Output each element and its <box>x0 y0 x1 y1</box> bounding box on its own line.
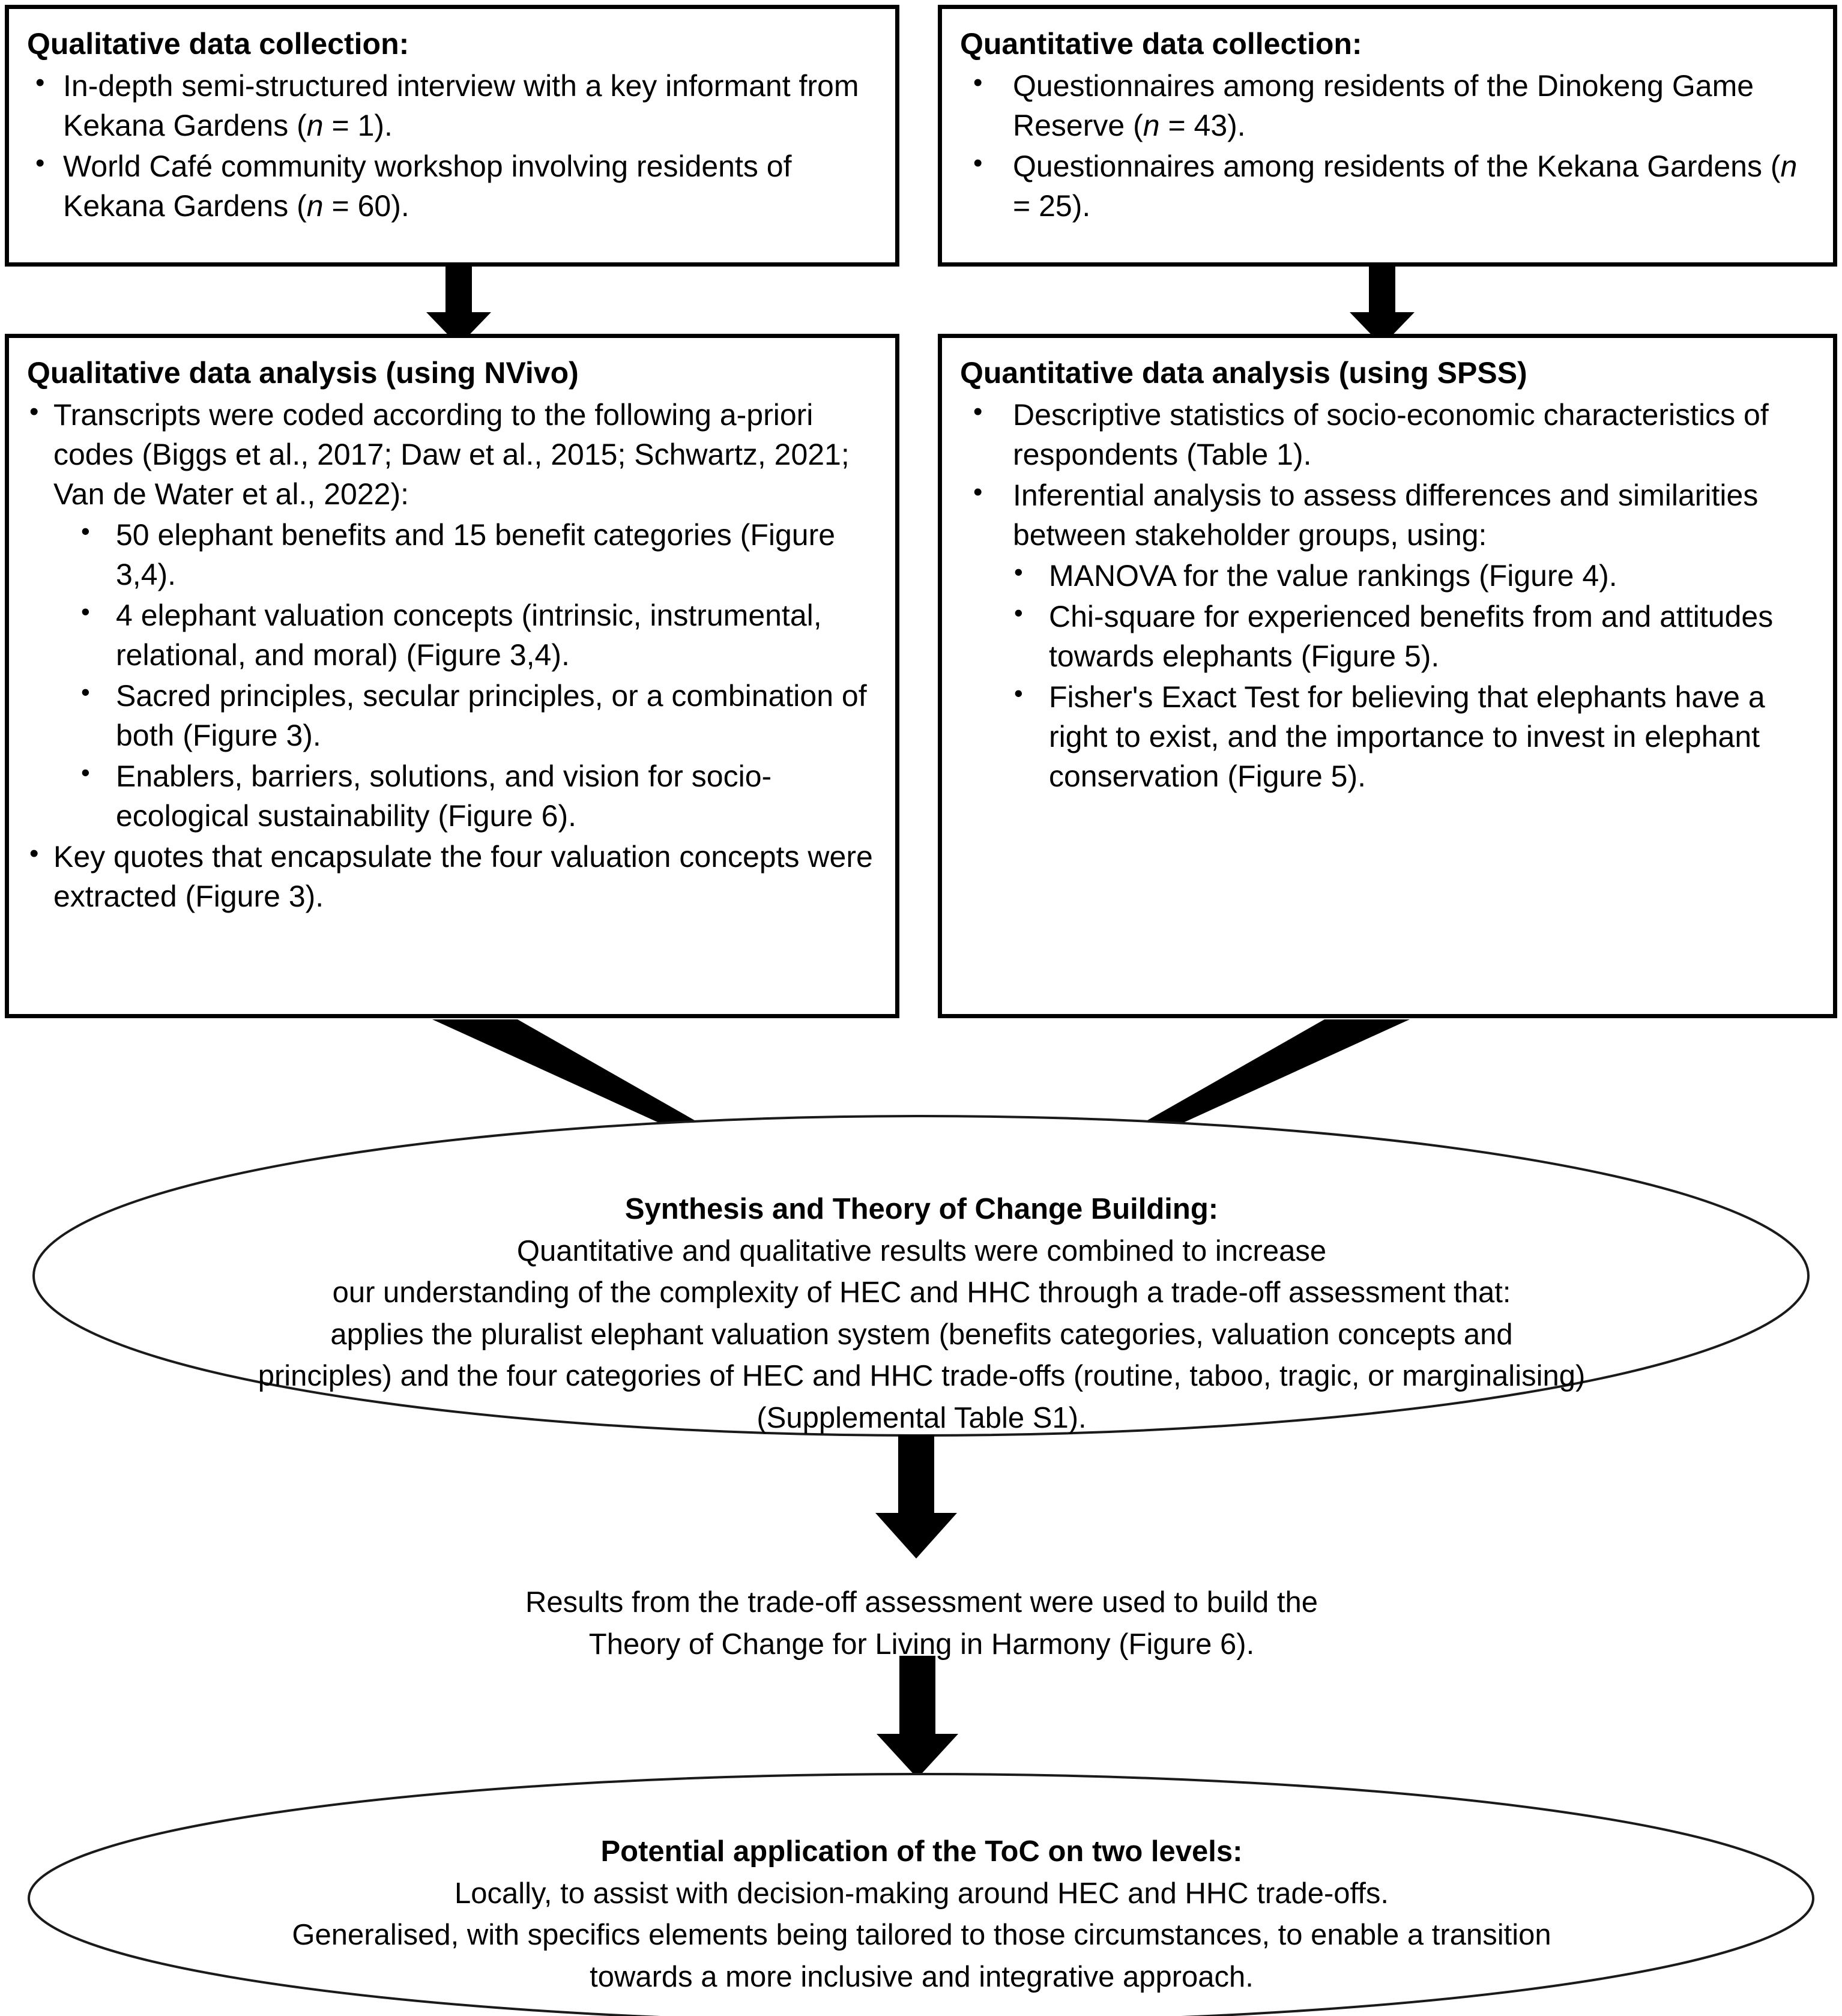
list-item: Enablers, barriers, solutions, and visio… <box>27 755 877 836</box>
list-item: Questionnaires among residents of the Ke… <box>960 145 1815 226</box>
synthesis-line-4: principles) and the four categories of H… <box>258 1360 1586 1393</box>
qualitative-data-collection-box: Qualitative data collection: In-depth se… <box>5 5 899 267</box>
quantitative-data-collection-box: Quantitative data collection: Questionna… <box>938 5 1837 267</box>
list-item: Sacred principles, secular principles, o… <box>27 675 877 755</box>
list-item: Descriptive statistics of socio-economic… <box>960 394 1815 474</box>
qualitative-data-analysis-title: Qualitative data analysis (using NVivo) <box>27 356 579 390</box>
qualitative-data-collection-title: Qualitative data collection: <box>27 27 409 61</box>
synthesis-ellipse-text-top: Synthesis and Theory of Change Building:… <box>126 1189 1717 1439</box>
qualitative-data-analysis-box: Qualitative data analysis (using NVivo) … <box>5 334 899 1018</box>
list-item: Questionnaires among residents of the Di… <box>960 65 1815 145</box>
toc-line-1: Locally, to assist with decision-making … <box>454 1877 1389 1910</box>
list-item: Fisher's Exact Test for believing that e… <box>960 676 1815 796</box>
toc-line-3: towards a more inclusive and integrative… <box>590 1960 1254 1993</box>
list-item: Transcripts were coded according to the … <box>27 394 877 514</box>
quantitative-data-collection-list: Questionnaires among residents of the Di… <box>960 65 1815 226</box>
quantitative-data-analysis-list: Descriptive statistics of socio-economic… <box>960 394 1815 796</box>
synthesis-result-line-2: Theory of Change for Living in Harmony (… <box>588 1628 1255 1661</box>
synthesis-result-line-1: Results from the trade-off assessment we… <box>525 1586 1318 1619</box>
synthesis-ellipse-text-bottom: Results from the trade-off assessment we… <box>360 1582 1483 1665</box>
toc-title: Potential application of the ToC on two … <box>600 1835 1243 1868</box>
quantitative-data-collection-title: Quantitative data collection: <box>960 27 1362 61</box>
qualitative-data-analysis-list: Transcripts were coded according to the … <box>27 394 877 916</box>
diagonal-arrow-quan-analysis-to-synthesis <box>1042 1019 1410 1208</box>
list-item: Inferential analysis to assess differenc… <box>960 474 1815 555</box>
synthesis-line-1: Quantitative and qualitative results wer… <box>516 1234 1327 1267</box>
qualitative-data-collection-list: In-depth semi-structured interview with … <box>27 65 877 226</box>
list-item: World Café community workshop involving … <box>27 145 877 226</box>
list-item: 50 elephant benefits and 15 benefit cate… <box>27 514 877 594</box>
list-item: Key quotes that encapsulate the four val… <box>27 836 877 916</box>
synthesis-line-5: (Supplemental Table S1). <box>756 1401 1087 1434</box>
n-symbol: n <box>1780 149 1798 183</box>
n-symbol: n <box>306 189 324 223</box>
synthesis-line-2: our understanding of the complexity of H… <box>332 1276 1511 1309</box>
quantitative-data-analysis-box: Quantitative data analysis (using SPSS) … <box>938 334 1837 1018</box>
list-item: MANOVA for the value rankings (Figure 4)… <box>960 555 1815 596</box>
diagonal-arrow-qual-analysis-to-synthesis <box>432 1019 800 1208</box>
synthesis-line-3: applies the pluralist elephant valuation… <box>330 1318 1513 1351</box>
n-symbol: n <box>1143 109 1160 142</box>
synthesis-title: Synthesis and Theory of Change Building: <box>624 1193 1219 1225</box>
list-item: In-depth semi-structured interview with … <box>27 65 877 145</box>
list-item: 4 elephant valuation concepts (intrinsic… <box>27 594 877 675</box>
toc-ellipse-text: Potential application of the ToC on two … <box>198 1831 1645 1998</box>
toc-line-2: Generalised, with specifics elements bei… <box>292 1919 1551 1952</box>
down-arrow-synthesis-internal <box>875 1435 957 1559</box>
quantitative-data-analysis-title: Quantitative data analysis (using SPSS) <box>960 356 1527 390</box>
n-symbol: n <box>306 109 324 142</box>
down-arrow-synthesis-to-toc <box>877 1656 958 1778</box>
list-item: Chi-square for experienced benefits from… <box>960 596 1815 676</box>
